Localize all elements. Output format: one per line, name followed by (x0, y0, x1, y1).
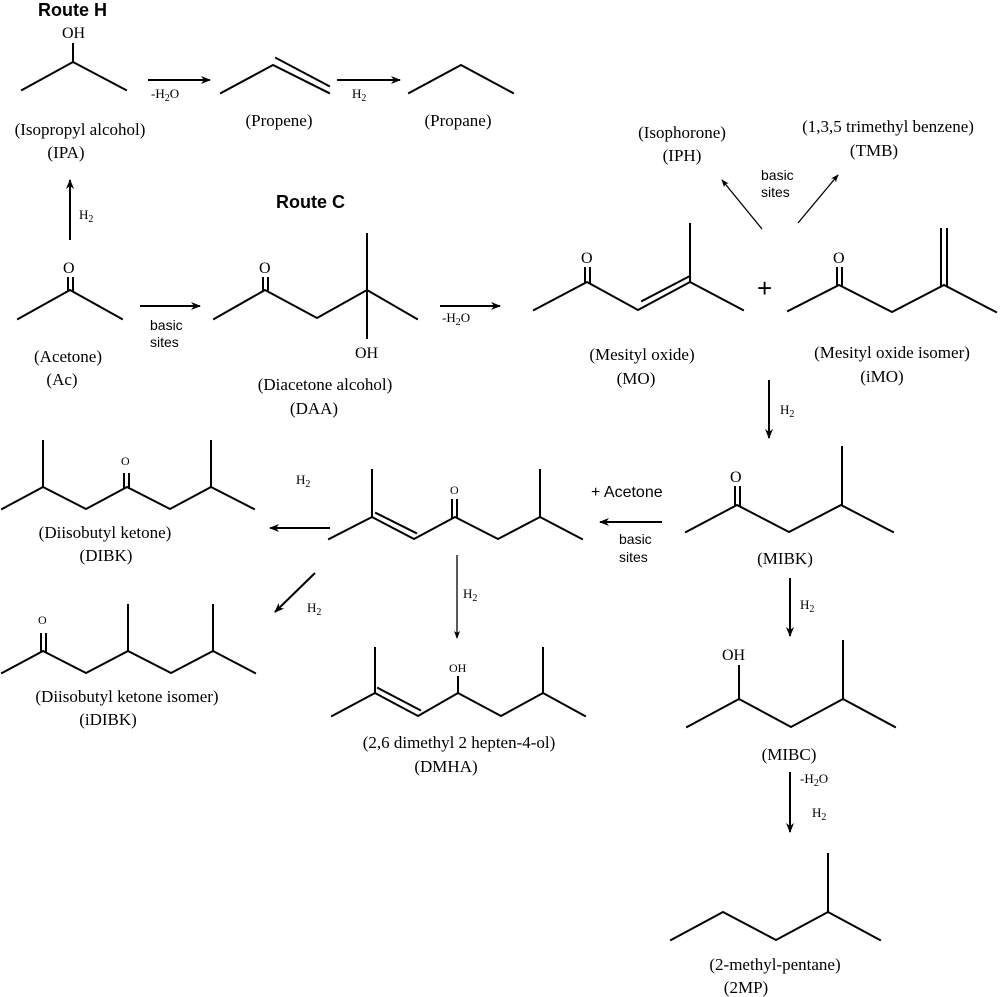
mo-o-label: O (581, 250, 593, 267)
arrow-mo-to-tmb (797, 174, 839, 224)
propene-structure (219, 56, 331, 95)
mibc-oh-label: OH (722, 647, 746, 664)
daa-abbr: (DAA) (290, 399, 338, 418)
mibk-o-label: O (730, 469, 742, 486)
dibk-name: (Diisobutyl ketone) (39, 523, 172, 542)
tmb-name: (1,3,5 trimethyl benzene) (802, 117, 974, 136)
cond-to-dibk: H2 (296, 472, 310, 490)
daa-name: (Diacetone alcohol) (258, 375, 393, 394)
cond-mibk-basic: basic (619, 531, 652, 547)
cond-propene-propane: H2 (352, 86, 366, 104)
2mp-name: (2-methyl-pentane) (709, 955, 840, 974)
acetone-abbr: (Ac) (46, 370, 77, 389)
cond-acetone-ipa: H2 (79, 207, 93, 225)
cond-to-dmha: H2 (463, 586, 477, 604)
idibk-o-label: O (38, 613, 47, 627)
daa-structure: O OH (212, 233, 419, 362)
ipa-abbr: (IPA) (47, 143, 84, 162)
dmha-name: (2,6 dimethyl 2 hepten-4-ol) (363, 733, 556, 752)
idibk-structure: O (0, 604, 257, 675)
dmha-abbr: (DMHA) (414, 757, 477, 776)
cond-iph-tmb-sites: sites (761, 184, 790, 200)
plus-sign: + (757, 273, 772, 303)
cond-mibc-2mp-dehydration: -H2O (800, 771, 828, 789)
dimethylheptenone-structure: O (327, 469, 584, 541)
daa-o-label: O (259, 260, 271, 277)
acetone-name: (Acetone) (34, 347, 102, 366)
mo-name: (Mesityl oxide) (589, 345, 694, 364)
mibc-structure: OH (685, 640, 897, 729)
mibc-abbr: (MIBC) (762, 745, 817, 764)
imo-abbr: (iMO) (860, 367, 903, 386)
mibk-structure: O (684, 446, 895, 534)
daa-oh-label: OH (355, 345, 379, 362)
route-c-title: Route C (276, 192, 345, 212)
dibk-abbr: (DIBK) (80, 546, 133, 565)
cond-plus-acetone: + Acetone (591, 484, 663, 501)
ipa-structure: OH (20, 25, 128, 92)
iph-name: (Isophorone) (638, 123, 726, 142)
propane-name: (Propane) (424, 111, 491, 130)
cond-mibk-mibc: H2 (800, 597, 814, 615)
ipa-oh-label: OH (62, 25, 86, 42)
mo-abbr: (MO) (617, 369, 656, 388)
propane-structure (407, 63, 515, 95)
cond-ipa-propene: -H2O (151, 86, 179, 104)
imo-structure: O (786, 228, 998, 314)
dmha-oh-label: OH (449, 661, 467, 675)
intermediate-o-label: O (450, 483, 459, 497)
tmb-abbr: (TMB) (850, 141, 898, 160)
cond-to-idibk: H2 (307, 600, 321, 618)
ipa-name: (Isopropyl alcohol) (15, 120, 146, 139)
dmha-structure: OH (330, 647, 587, 718)
propene-name: (Propene) (245, 111, 312, 130)
route-h-title: Route H (38, 0, 107, 20)
2mp-abbr: (2MP) (724, 978, 768, 997)
acetone-structure: O (16, 260, 124, 321)
mibk-abbr: (MIBK) (757, 549, 813, 568)
cond-acetone-daa-basic: basic (150, 317, 183, 333)
arrow-mo-to-iph (721, 179, 763, 230)
iph-abbr: (IPH) (663, 146, 702, 165)
cond-daa-mo: -H2O (442, 310, 470, 328)
2mp-structure (669, 853, 882, 942)
cond-iph-tmb-basic: basic (761, 167, 794, 183)
cond-mo-mibk: H2 (780, 402, 794, 420)
cond-mibc-2mp-h2: H2 (812, 805, 826, 823)
dibk-o-label: O (121, 454, 130, 468)
mo-structure: O (532, 223, 745, 312)
cond-mibk-sites: sites (619, 549, 648, 565)
imo-name: (Mesityl oxide isomer) (814, 343, 970, 362)
imo-o-label: O (833, 250, 845, 267)
idibk-name: (Diisobutyl ketone isomer) (35, 687, 218, 706)
arrow-to-idibk (274, 572, 316, 613)
acetone-o-label: O (63, 260, 75, 277)
dibk-structure: O (0, 440, 256, 511)
cond-acetone-daa-sites: sites (150, 334, 179, 350)
idibk-abbr: (iDIBK) (79, 710, 137, 729)
